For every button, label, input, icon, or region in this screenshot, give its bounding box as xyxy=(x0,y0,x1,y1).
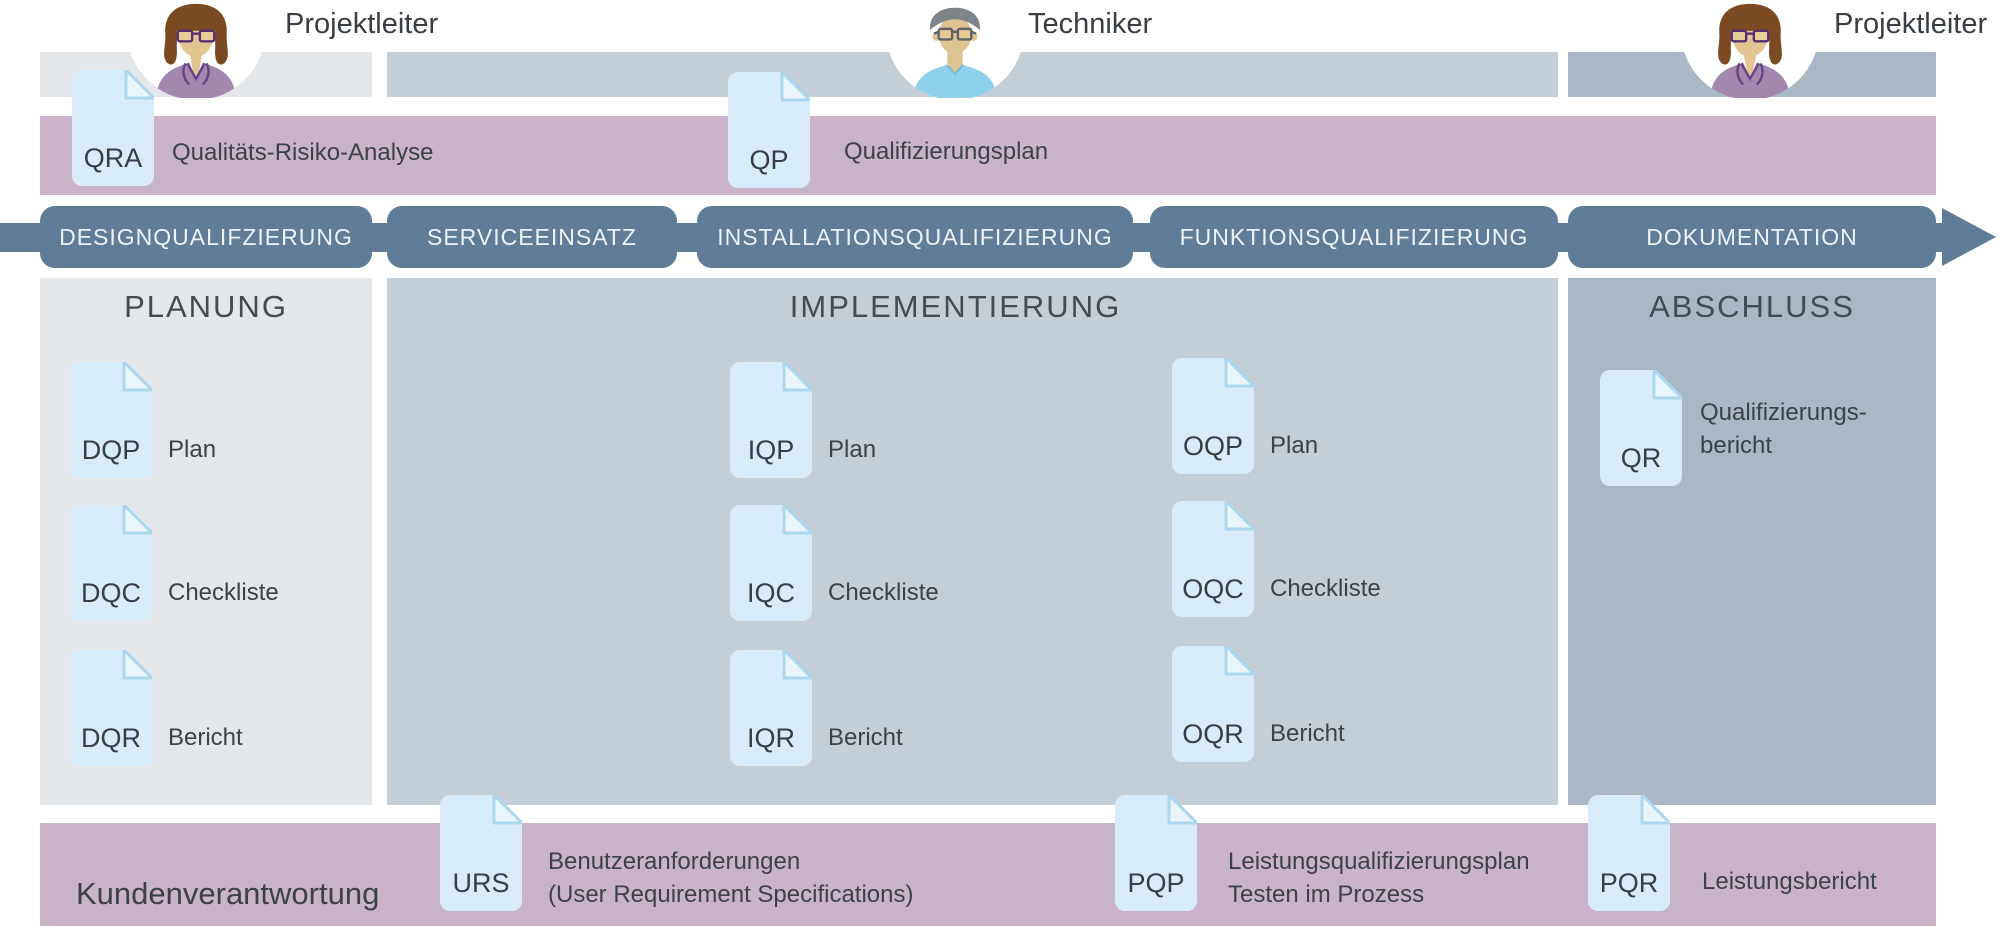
document-label-dqp: Plan xyxy=(168,436,217,463)
document-iqc: IQC xyxy=(730,505,812,621)
persona-label-techniker: Techniker xyxy=(1028,8,1153,40)
label-line: (User Requirement Specifications) xyxy=(548,881,914,908)
document-dqc: DQC xyxy=(70,505,152,621)
document-label-pqp: Leistungsqualifizierungsplan Testen im P… xyxy=(1228,845,1530,911)
document-icon xyxy=(70,650,152,766)
document-icon xyxy=(730,650,812,766)
document-code: OQR xyxy=(1182,719,1244,749)
document-label-iqc: Checkliste xyxy=(828,579,939,606)
arrowhead-icon xyxy=(1942,208,1996,266)
label-line: Testen im Prozess xyxy=(1228,881,1425,908)
document-label-urs: Benutzeranforderungen (User Requirement … xyxy=(548,845,913,911)
document-icon xyxy=(1115,795,1197,911)
phase-dokumentation: DOKUMENTATION xyxy=(1568,206,1936,268)
woman-avatar-icon xyxy=(1710,3,1790,98)
phase-installationsqualifizierung: INSTALLATIONSQUALIFIZIERUNG xyxy=(697,206,1133,268)
document-iqp: IQP xyxy=(730,362,812,478)
document-code: QP xyxy=(749,145,789,175)
document-code: PQR xyxy=(1599,868,1659,898)
document-label-dqc: Checkliste xyxy=(168,579,279,606)
phase-funktionsqualifizierung: FUNKTIONSQUALIFIZIERUNG xyxy=(1150,206,1558,268)
woman-avatar-icon xyxy=(156,3,236,98)
document-label-oqr: Bericht xyxy=(1270,720,1345,747)
document-oqc: OQC xyxy=(1172,501,1254,617)
document-pqp: PQP xyxy=(1115,795,1197,911)
document-qr: QR xyxy=(1600,370,1682,486)
document-label-dqr: Bericht xyxy=(168,724,243,751)
document-iqr: IQR xyxy=(730,650,812,766)
document-dqr: DQR xyxy=(70,650,152,766)
document-code: QR xyxy=(1620,443,1662,473)
document-icon xyxy=(1172,501,1254,617)
document-code: QRA xyxy=(83,143,143,173)
document-label-iqr: Bericht xyxy=(828,724,903,751)
document-code: IQC xyxy=(746,578,795,608)
customer-band-title: Kundenverantwortung xyxy=(76,876,380,911)
document-code: URS xyxy=(452,868,510,898)
document-code: DQR xyxy=(81,723,141,753)
document-code: OQP xyxy=(1182,431,1243,461)
document-icon xyxy=(70,362,152,478)
document-dqp: DQP xyxy=(70,362,152,478)
persona-label-projektleiter-left: Projektleiter xyxy=(285,8,439,40)
document-icon xyxy=(72,70,154,186)
avatar-techniker xyxy=(886,0,1024,100)
label-line: Benutzeranforderungen xyxy=(548,848,801,875)
document-urs: URS xyxy=(440,795,522,911)
document-label-pqr: Leistungsbericht xyxy=(1702,868,1877,895)
label-line: Leistungsqualifizierungsplan xyxy=(1228,848,1530,875)
document-label-qr: Qualifizierungs- bericht xyxy=(1700,396,1867,462)
panel-implementierung xyxy=(387,278,1558,805)
document-icon xyxy=(730,362,812,478)
man-avatar-icon xyxy=(913,7,997,98)
document-code: DQC xyxy=(81,578,141,608)
document-icon xyxy=(730,505,812,621)
document-oqp: OQP xyxy=(1172,358,1254,474)
avatar-projektleiter-left xyxy=(127,0,265,100)
document-pqr: PQR xyxy=(1588,795,1670,911)
document-label-qp: Qualifizierungsplan xyxy=(844,138,1049,165)
persona-label-projektleiter-right: Projektleiter xyxy=(1834,8,1988,40)
label-line: Qualifizierungs- xyxy=(1700,399,1867,426)
document-label-oqc: Checkliste xyxy=(1270,575,1381,602)
document-code: IQP xyxy=(747,435,795,465)
document-label-oqp: Plan xyxy=(1270,432,1319,459)
phase-serviceeinsatz: SERVICEEINSATZ xyxy=(387,206,677,268)
document-icon xyxy=(728,72,810,188)
label-line: bericht xyxy=(1700,432,1773,459)
document-qra: QRA xyxy=(72,70,154,186)
document-icon xyxy=(1172,358,1254,474)
panel-abschluss xyxy=(1568,278,1936,805)
document-qp: QP xyxy=(728,72,810,188)
document-oqr: OQR xyxy=(1172,646,1254,762)
document-code: PQP xyxy=(1127,868,1185,898)
quality-plan-band xyxy=(40,116,1936,195)
panel-title-planung: PLANUNG xyxy=(124,289,288,324)
document-code: DQP xyxy=(81,435,141,465)
document-code: IQR xyxy=(746,723,795,753)
document-icon xyxy=(1172,646,1254,762)
document-icon xyxy=(440,795,522,911)
document-code: OQC xyxy=(1182,574,1244,604)
document-icon xyxy=(70,505,152,621)
document-label-iqp: Plan xyxy=(828,436,877,463)
document-icon xyxy=(1588,795,1670,911)
document-label-qra: Qualitäts-Risiko-Analyse xyxy=(172,139,434,166)
panel-title-implementierung: IMPLEMENTIERUNG xyxy=(789,289,1122,324)
panel-title-abschluss: ABSCHLUSS xyxy=(1649,289,1855,324)
phase-designqualifizierung: DESIGNQUALIFZIERUNG xyxy=(40,206,372,268)
document-icon xyxy=(1600,370,1682,486)
avatar-projektleiter-right xyxy=(1681,0,1819,100)
